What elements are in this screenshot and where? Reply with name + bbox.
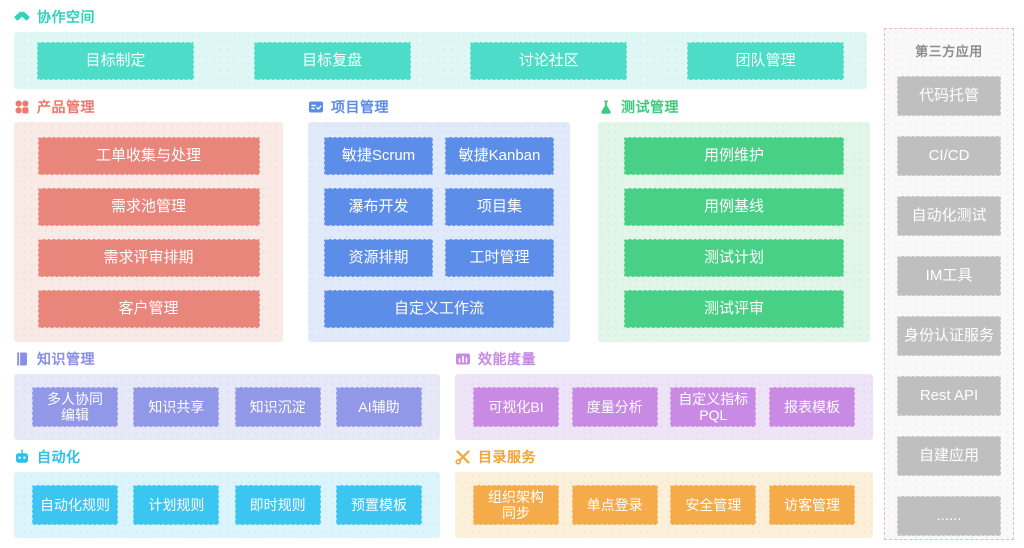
feature-button-goal-review[interactable]: 目标复盘 xyxy=(253,41,411,80)
third-party-button-identity-auth[interactable]: 身份认证服务 xyxy=(897,316,1001,356)
book-icon xyxy=(14,351,30,367)
section-collaboration-header: 协作空间 xyxy=(14,8,867,26)
feature-button-knowledge-base[interactable]: 知识沉淀 xyxy=(234,387,321,427)
feature-button-ticket-collect[interactable]: 工单收集与处理 xyxy=(37,137,260,175)
third-party-list: 代码托管 CI/CD 自动化测试 IM工具 身份认证服务 Rest API 自建… xyxy=(897,76,1001,536)
feature-button-test-plan[interactable]: 测试计划 xyxy=(624,239,844,277)
section-title: 知识管理 xyxy=(37,351,95,367)
section-title: 效能度量 xyxy=(478,351,536,367)
third-party-button-im-tools[interactable]: IM工具 xyxy=(897,256,1001,296)
product-panel: 工单收集与处理 需求池管理 需求评审排期 客户管理 xyxy=(14,122,283,342)
section-title: 目录服务 xyxy=(478,449,536,465)
robot-icon xyxy=(14,449,30,465)
feature-button-customer-mgmt[interactable]: 客户管理 xyxy=(37,290,260,328)
knowledge-panel: 多人协同 编辑 知识共享 知识沉淀 AI辅助 xyxy=(14,374,440,440)
flask-icon xyxy=(598,99,614,115)
feature-button-test-review[interactable]: 测试评审 xyxy=(624,290,844,328)
kanban-icon xyxy=(308,99,324,115)
section-title: 测试管理 xyxy=(621,99,679,115)
section-testing: 测试管理 用例维护 用例基线 测试计划 测试评审 xyxy=(598,98,870,342)
feature-button-goal-setting[interactable]: 目标制定 xyxy=(37,41,194,80)
section-directory: 目录服务 组织架构 同步 单点登录 安全管理 访客管理 xyxy=(455,448,873,538)
directory-panel: 组织架构 同步 单点登录 安全管理 访客管理 xyxy=(455,472,873,538)
section-metrics-header: 效能度量 xyxy=(455,350,873,368)
feature-button-preset-templates[interactable]: 预置模板 xyxy=(335,485,422,525)
feature-button-sso[interactable]: 单点登录 xyxy=(571,485,658,525)
section-product-header: 产品管理 xyxy=(14,98,283,116)
feature-button-instant-rules[interactable]: 即时规则 xyxy=(234,485,321,525)
section-title: 项目管理 xyxy=(331,99,389,115)
feature-button-report-template[interactable]: 报表模板 xyxy=(768,387,855,427)
feature-button-org-sync[interactable]: 组织架构 同步 xyxy=(473,485,559,525)
feature-button-waterfall[interactable]: 瀑布开发 xyxy=(324,188,433,226)
third-party-button-cicd[interactable]: CI/CD xyxy=(897,136,1001,176)
bar-chart-icon xyxy=(455,351,471,367)
third-party-button-self-built-app[interactable]: 自建应用 xyxy=(897,436,1001,476)
section-automation-header: 自动化 xyxy=(14,448,440,466)
feature-button-security-mgmt[interactable]: 安全管理 xyxy=(670,485,757,525)
wrench-screwdriver-icon xyxy=(455,449,471,465)
feature-button-guest-mgmt[interactable]: 访客管理 xyxy=(768,485,855,525)
feature-button-program[interactable]: 项目集 xyxy=(445,188,554,226)
apps-icon xyxy=(14,99,30,115)
section-metrics: 效能度量 可视化BI 度量分析 自定义指标 PQL 报表模板 xyxy=(455,350,873,440)
section-product: 产品管理 工单收集与处理 需求池管理 需求评审排期 客户管理 xyxy=(14,98,283,342)
third-party-panel: 第三方应用 代码托管 CI/CD 自动化测试 IM工具 身份认证服务 Rest … xyxy=(884,28,1014,540)
feature-button-resource-plan[interactable]: 资源排期 xyxy=(324,239,433,277)
third-party-button-code-hosting[interactable]: 代码托管 xyxy=(897,76,1001,116)
feature-button-discussion[interactable]: 讨论社区 xyxy=(470,41,628,80)
feature-button-automation-rules[interactable]: 自动化规则 xyxy=(32,485,118,525)
section-title: 自动化 xyxy=(37,449,81,465)
third-party-title: 第三方应用 xyxy=(915,44,983,59)
section-directory-header: 目录服务 xyxy=(455,448,873,466)
feature-button-scheduled-rules[interactable]: 计划规则 xyxy=(133,485,220,525)
third-party-button-more[interactable]: ...... xyxy=(897,496,1001,536)
feature-button-team-mgmt[interactable]: 团队管理 xyxy=(686,41,844,80)
feature-button-agile-scrum[interactable]: 敏捷Scrum xyxy=(324,137,433,175)
automation-panel: 自动化规则 计划规则 即时规则 预置模板 xyxy=(14,472,440,538)
section-title: 产品管理 xyxy=(37,99,95,115)
feature-button-agile-kanban[interactable]: 敏捷Kanban xyxy=(445,137,554,175)
section-collaboration: 协作空间 目标制定 目标复盘 讨论社区 团队管理 xyxy=(14,8,867,89)
section-project-header: 项目管理 xyxy=(308,98,570,116)
section-knowledge: 知识管理 多人协同 编辑 知识共享 知识沉淀 AI辅助 xyxy=(14,350,440,440)
feature-button-timesheet[interactable]: 工时管理 xyxy=(445,239,554,277)
feature-button-knowledge-share[interactable]: 知识共享 xyxy=(133,387,220,427)
feature-button-co-editing[interactable]: 多人协同 编辑 xyxy=(32,387,118,427)
section-automation: 自动化 自动化规则 计划规则 即时规则 预置模板 xyxy=(14,448,440,538)
feature-button-case-baseline[interactable]: 用例基线 xyxy=(624,188,844,226)
feature-button-req-pool[interactable]: 需求池管理 xyxy=(37,188,260,226)
section-testing-header: 测试管理 xyxy=(598,98,870,116)
section-project: 项目管理 敏捷Scrum 敏捷Kanban 瀑布开发 项目集 资源排期 工时管理… xyxy=(308,98,570,342)
third-party-button-auto-testing[interactable]: 自动化测试 xyxy=(897,196,1001,236)
project-panel: 敏捷Scrum 敏捷Kanban 瀑布开发 项目集 资源排期 工时管理 自定义工… xyxy=(308,122,570,342)
third-party-button-rest-api[interactable]: Rest API xyxy=(897,376,1001,416)
feature-button-ai-assist[interactable]: AI辅助 xyxy=(335,387,422,427)
handshake-icon xyxy=(14,9,30,25)
testing-panel: 用例维护 用例基线 测试计划 测试评审 xyxy=(598,122,870,342)
feature-button-req-review[interactable]: 需求评审排期 xyxy=(37,239,260,277)
feature-button-bi[interactable]: 可视化BI xyxy=(473,387,559,427)
section-title: 协作空间 xyxy=(37,9,95,25)
feature-button-custom-workflow[interactable]: 自定义工作流 xyxy=(324,290,554,328)
feature-button-custom-pql[interactable]: 自定义指标 PQL xyxy=(670,387,757,427)
metrics-panel: 可视化BI 度量分析 自定义指标 PQL 报表模板 xyxy=(455,374,873,440)
section-knowledge-header: 知识管理 xyxy=(14,350,440,368)
feature-button-metric-analysis[interactable]: 度量分析 xyxy=(571,387,658,427)
collaboration-panel: 目标制定 目标复盘 讨论社区 团队管理 xyxy=(14,32,867,89)
feature-button-case-maintain[interactable]: 用例维护 xyxy=(624,137,844,175)
